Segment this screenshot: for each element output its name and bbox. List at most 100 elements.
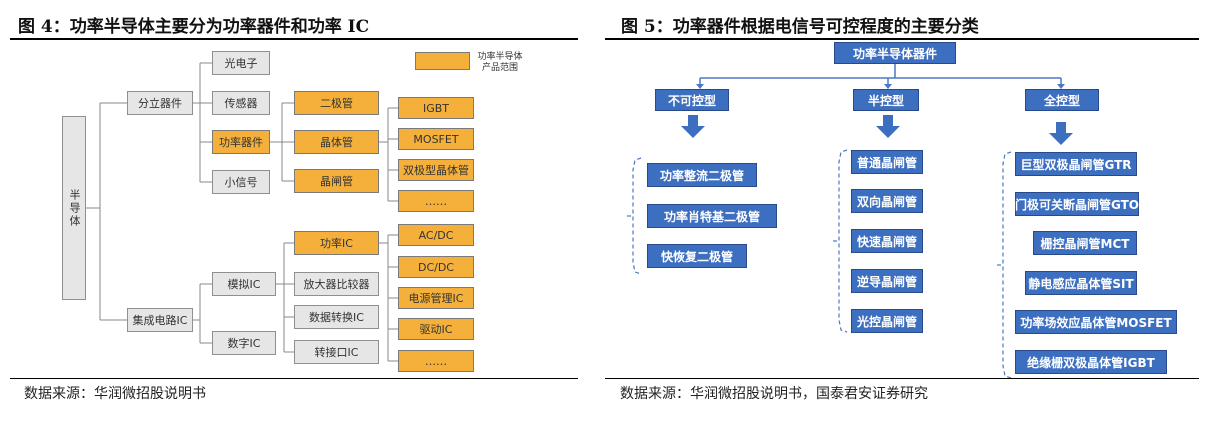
- item-rectifier-diode: 功率整流二极管: [647, 163, 757, 187]
- item-fast-recovery-diode-label: 快恢复二极管: [660, 249, 733, 264]
- legend-text: 功率半导体 产品范围: [470, 52, 530, 74]
- item-power-mosfet-label: 功率场效应晶体管MOSFET: [1020, 315, 1172, 330]
- item-mct-label: 栅控晶闸管MCT: [1040, 236, 1130, 251]
- left-connector-lines: [86, 62, 398, 362]
- node-interface-ic-label: 转接口IC: [314, 346, 359, 359]
- item-sit: 静电感应晶体管SIT: [1025, 271, 1137, 295]
- item-gtr: 巨型双极晶闸管GTR: [1015, 152, 1137, 176]
- node-small-signal: 小信号: [212, 170, 270, 194]
- node-discrete-label: 分立器件: [138, 97, 182, 110]
- left-figure: 图 4：功率半导体主要分为功率器件和功率 IC: [0, 0, 590, 441]
- item-gto-label: 门极可关断晶闸管GTO: [1014, 197, 1140, 212]
- item-igbt-label: 绝缘栅双极晶体管IGBT: [1027, 355, 1155, 370]
- item-triac-label: 双向晶闸管: [856, 194, 917, 209]
- left-title-rule: [10, 38, 578, 40]
- node-discrete: 分立器件: [127, 91, 193, 115]
- right-source: 数据来源：华润微招股说明书，国泰君安证券研究: [620, 386, 928, 402]
- node-interface-ic: 转接口IC: [294, 340, 379, 364]
- node-sensor: 传感器: [212, 91, 270, 115]
- node-optoelectronics: 光电子: [212, 51, 270, 75]
- node-digital-ic-label: 数字IC: [227, 337, 261, 350]
- node-bipolar-transistor-label: 双极型晶体管: [403, 164, 469, 177]
- node-data-converter-ic-label: 数据转换IC: [309, 311, 364, 324]
- category-fully-controlled: 全控型: [1025, 89, 1099, 111]
- node-optoelectronics-label: 光电子: [224, 57, 258, 70]
- node-transistor-label: 晶体管: [320, 136, 353, 149]
- item-fast-thyristor-label: 快速晶闸管: [856, 234, 917, 249]
- node-ic-label: 集成电路IC: [132, 314, 188, 327]
- node-amplifier-comparator: 放大器比较器: [294, 272, 379, 296]
- node-pmic-label: 电源管理IC: [408, 292, 464, 305]
- category-fully-controlled-label: 全控型: [1043, 93, 1080, 108]
- node-analog-ic-label: 模拟IC: [227, 278, 261, 291]
- item-fast-recovery-diode: 快恢复二极管: [647, 244, 747, 268]
- node-mosfet-label: MOSFET: [413, 132, 459, 146]
- node-small-signal-label: 小信号: [224, 176, 258, 189]
- arrow-down-icon: [681, 115, 705, 138]
- node-diode-label: 二极管: [320, 97, 353, 110]
- item-rectifier-diode-label: 功率整流二极管: [659, 168, 744, 183]
- node-dc-dc: DC/DC: [398, 256, 474, 278]
- item-ordinary-thyristor: 普通晶闸管: [851, 150, 923, 174]
- left-source: 数据来源：华润微招股说明书: [24, 386, 206, 402]
- left-source-rule: [10, 378, 578, 379]
- item-gtr-label: 巨型双极晶闸管GTR: [1020, 157, 1132, 172]
- category-semi-controlled: 半控型: [853, 89, 919, 111]
- item-mct: 栅控晶闸管MCT: [1033, 231, 1137, 255]
- node-driver-ic-label: 驱动IC: [419, 323, 453, 336]
- node-ac-dc: AC/DC: [398, 224, 474, 246]
- node-transistor-more: ……: [398, 190, 474, 212]
- node-data-converter-ic: 数据转换IC: [294, 305, 379, 329]
- node-power-ic-label: 功率IC: [320, 237, 353, 250]
- category-semi-controlled-label: 半控型: [867, 93, 904, 108]
- node-diode: 二极管: [294, 91, 379, 115]
- node-driver-ic: 驱动IC: [398, 318, 474, 340]
- item-triac: 双向晶闸管: [851, 189, 923, 213]
- node-root: 半导体: [62, 116, 86, 300]
- node-ac-dc-label: AC/DC: [418, 228, 454, 242]
- node-dc-dc-label: DC/DC: [417, 260, 454, 274]
- node-digital-ic: 数字IC: [212, 331, 276, 355]
- node-bipolar-transistor: 双极型晶体管: [398, 159, 474, 181]
- legend-swatch: [415, 52, 470, 70]
- item-reverse-conducting-thyristor: 逆导晶闸管: [851, 269, 923, 293]
- node-transistor: 晶体管: [294, 130, 379, 154]
- node-pmic: 电源管理IC: [398, 287, 474, 309]
- node-mosfet: MOSFET: [398, 128, 474, 150]
- node-power-semiconductor-device-label: 功率半导体器件: [852, 46, 937, 61]
- arrow-down-icon: [876, 115, 900, 138]
- node-sensor-label: 传感器: [224, 97, 258, 110]
- node-power-ic: 功率IC: [294, 231, 379, 255]
- right-source-rule: [605, 378, 1199, 379]
- item-light-triggered-thyristor-label: 光控晶闸管: [856, 314, 917, 329]
- node-root-label: 半导体: [68, 188, 81, 228]
- item-schottky-diode: 功率肖特基二极管: [647, 204, 777, 228]
- node-igbt: IGBT: [398, 97, 474, 119]
- category-uncontrolled: 不可控型: [655, 89, 729, 111]
- node-power-ic-more: ……: [398, 350, 474, 372]
- node-transistor-more-label: ……: [425, 194, 447, 208]
- node-analog-ic: 模拟IC: [212, 272, 276, 296]
- node-power-ic-more-label: ……: [425, 354, 447, 368]
- item-reverse-conducting-thyristor-label: 逆导晶闸管: [856, 274, 917, 289]
- node-thyristor: 晶闸管: [294, 169, 379, 193]
- item-schottky-diode-label: 功率肖特基二极管: [663, 209, 760, 224]
- item-gto: 门极可关断晶闸管GTO: [1015, 192, 1139, 216]
- node-power-semiconductor-device: 功率半导体器件: [834, 42, 956, 64]
- left-figure-title: 图 4：功率半导体主要分为功率器件和功率 IC: [18, 17, 370, 37]
- node-power-device-label: 功率器件: [219, 136, 263, 149]
- item-ordinary-thyristor-label: 普通晶闸管: [856, 155, 917, 170]
- category-uncontrolled-label: 不可控型: [667, 93, 716, 108]
- legend-line-1: 功率半导体: [477, 52, 523, 62]
- node-amplifier-comparator-label: 放大器比较器: [303, 278, 370, 291]
- node-thyristor-label: 晶闸管: [320, 175, 353, 188]
- right-figure-title: 图 5：功率器件根据电信号可控程度的主要分类: [621, 17, 979, 37]
- item-sit-label: 静电感应晶体管SIT: [1028, 276, 1134, 291]
- item-power-mosfet: 功率场效应晶体管MOSFET: [1015, 310, 1177, 334]
- item-light-triggered-thyristor: 光控晶闸管: [851, 309, 923, 333]
- node-power-device: 功率器件: [212, 130, 270, 154]
- right-figure: 图 5：功率器件根据电信号可控程度的主要分类 功率半导体: [605, 0, 1207, 441]
- item-igbt: 绝缘栅双极晶体管IGBT: [1015, 350, 1167, 374]
- legend-line-2: 产品范围: [481, 63, 518, 73]
- right-title-rule: [605, 38, 1199, 40]
